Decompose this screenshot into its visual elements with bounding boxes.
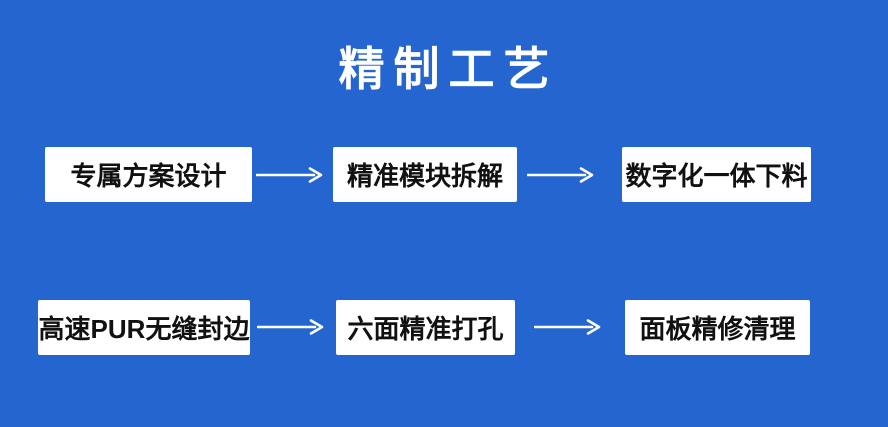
arrow-right-icon: [256, 166, 324, 184]
flow-step-precise-module-disassembly: 精准模块拆解: [333, 147, 517, 202]
flow-step-label: 六面精准打孔: [347, 314, 504, 344]
flow-step-digital-integrated-cutting: 数字化一体下料: [622, 147, 811, 202]
flow-step-label: 精准模块拆解: [346, 161, 503, 191]
flow-step-label: 面板精修清理: [639, 314, 796, 344]
flow-step-panel-fine-finishing-cleaning: 面板精修清理: [625, 300, 810, 355]
flow-step-exclusive-plan-design: 专属方案设计: [45, 147, 252, 202]
flow-step-six-sided-precision-drilling: 六面精准打孔: [336, 300, 515, 355]
page-title: 精制工艺: [338, 43, 559, 95]
arrow-right-icon: [527, 166, 595, 184]
arrow-right-icon: [257, 318, 325, 336]
flow-step-highspeed-pur-edge-banding: 高速PUR无缝封边: [38, 300, 250, 355]
arrow-right-icon: [534, 318, 602, 336]
flow-step-label: 高速PUR无缝封边: [38, 314, 250, 344]
flow-step-label: 专属方案设计: [70, 161, 227, 191]
flow-step-label: 数字化一体下料: [625, 161, 808, 191]
